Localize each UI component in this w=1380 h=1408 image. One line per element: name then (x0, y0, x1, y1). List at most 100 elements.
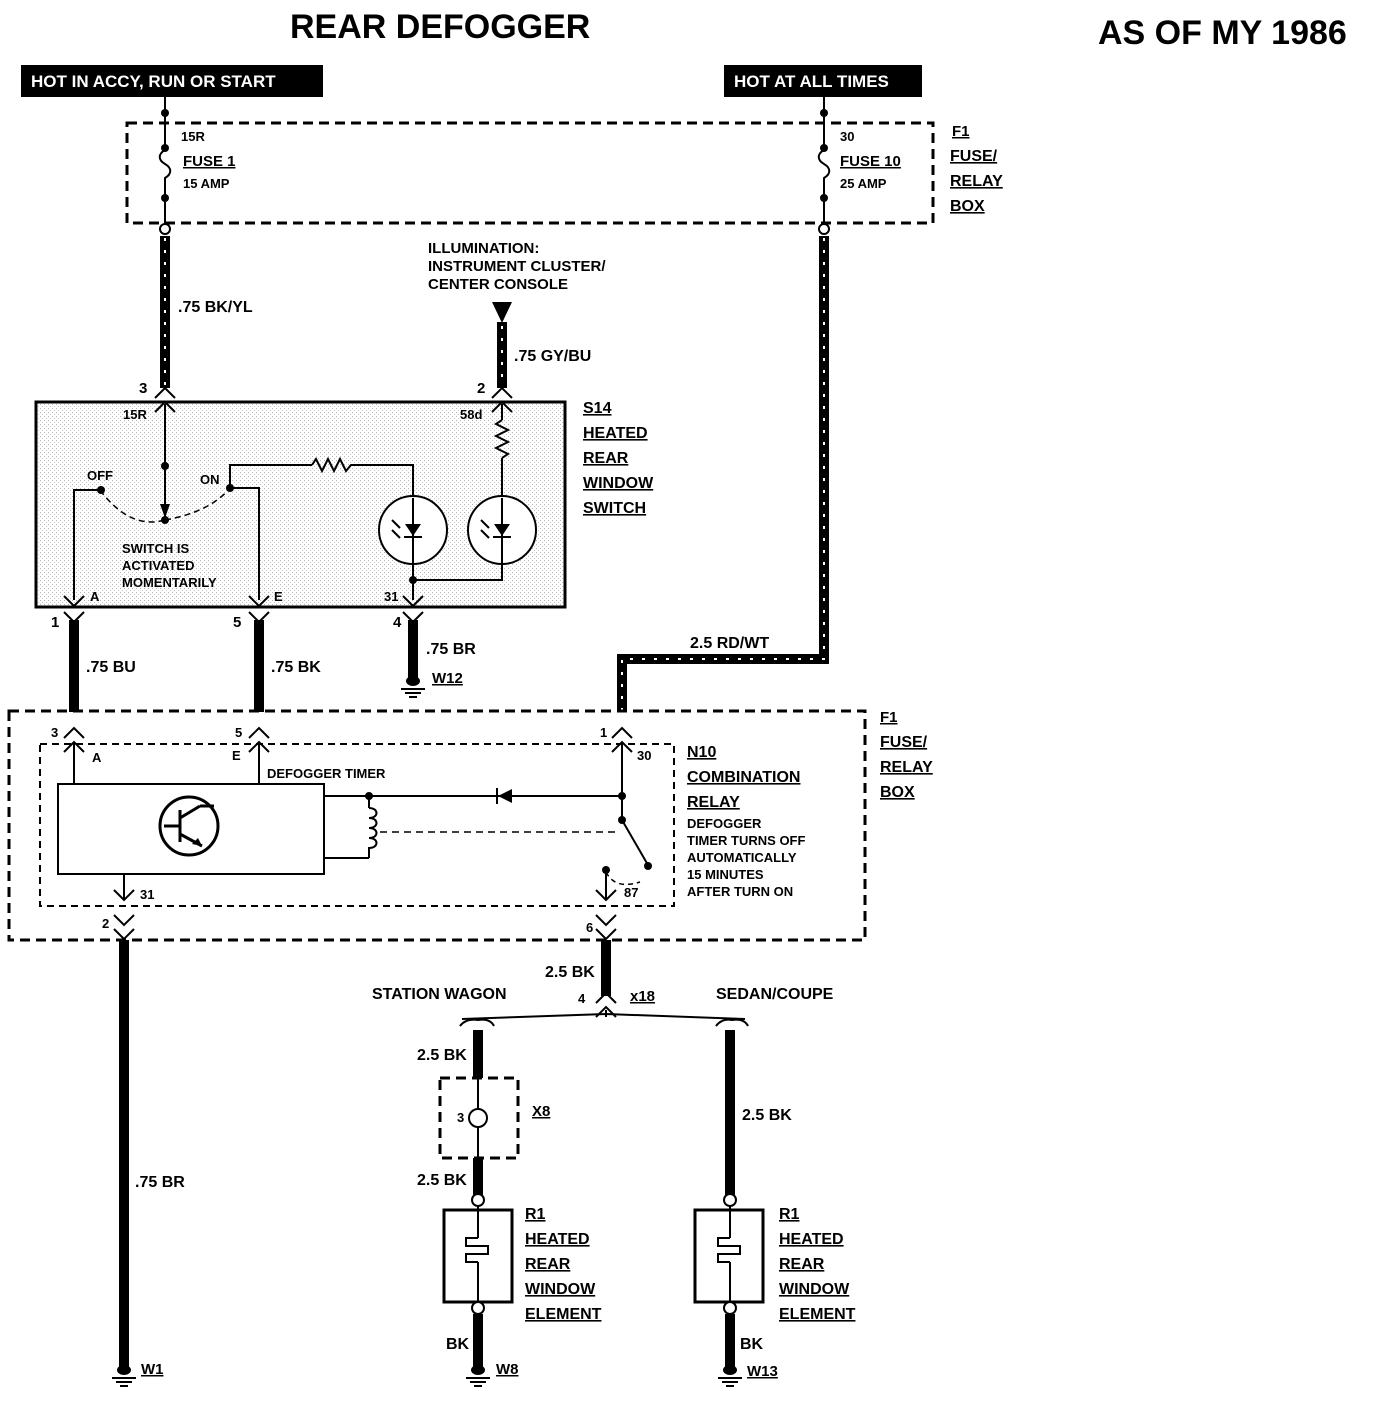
relay-term-30: 30 (637, 748, 651, 763)
switch-on-label: ON (200, 472, 220, 487)
variant-station-wagon: STATION WAGON (372, 986, 507, 1003)
heated-rear-window-switch-box (34, 400, 567, 609)
switch-term-a: A (90, 589, 100, 604)
wire-rd-wt-label: 2.5 RD/WT (690, 635, 769, 652)
switch-term-31: 31 (384, 589, 398, 604)
ground-w12-label: W12 (432, 670, 463, 687)
switch-term-58d: 58d (460, 407, 482, 422)
relay-id: N10 (687, 744, 716, 761)
relay-connector-5 (248, 726, 270, 784)
wire-bu-label: .75 BU (86, 659, 136, 676)
wire-gy-bu-label: .75 GY/BU (514, 348, 591, 365)
ground-w13-label: W13 (747, 1363, 778, 1380)
switch-pin-4: 4 (393, 614, 402, 631)
heated-element-wagon (442, 1193, 514, 1315)
relay-connector-1 (611, 726, 633, 753)
element-wagon-name-3: WINDOW (525, 1281, 596, 1298)
illumination-label-1: ILLUMINATION: (428, 240, 539, 257)
element-sedan-name-3: WINDOW (779, 1281, 850, 1298)
connector-x18 (459, 991, 749, 1027)
switch-pin-2: 2 (477, 380, 485, 397)
connector-x8-id: X8 (532, 1103, 550, 1120)
fuse-10 (817, 97, 831, 235)
fuse-box-top-name-1: FUSE/ (950, 148, 998, 165)
illumination-arrow (492, 302, 512, 323)
relay-pin-2: 2 (102, 916, 109, 931)
wire-bk-yl-label: .75 BK/YL (178, 299, 253, 316)
switch-term-e: E (274, 589, 283, 604)
model-year-label: AS OF MY 1986 (1098, 14, 1347, 52)
switch-term-15r: 15R (123, 407, 147, 422)
switch-name-1: HEATED (583, 425, 648, 442)
relay-pin-1: 1 (600, 725, 607, 740)
defogger-timer-module (57, 783, 325, 875)
connector-x18-id: x18 (630, 988, 655, 1005)
fuse-10-rating: 25 AMP (840, 176, 887, 191)
diagram-title: REAR DEFOGGER (290, 8, 590, 46)
relay-connector-31 (113, 889, 135, 902)
element-wagon-name-4: ELEMENT (525, 1306, 602, 1323)
fuse-1-rating: 15 AMP (183, 176, 230, 191)
power-label-left: HOT IN ACCY, RUN OR START (21, 65, 323, 97)
fuse-1-terminal: 15R (181, 129, 205, 144)
element-sedan-name-1: HEATED (779, 1231, 844, 1248)
relay-term-31: 31 (140, 887, 154, 902)
relay-note-5: AFTER TURN ON (687, 884, 793, 899)
relay-name-1: COMBINATION (687, 769, 800, 786)
relay-pin-3: 3 (51, 725, 58, 740)
switch-note-1: SWITCH IS (122, 541, 189, 556)
ground-w12-icon (401, 676, 425, 698)
relay-pin-6: 6 (586, 920, 593, 935)
fuse-10-name: FUSE 10 (840, 153, 901, 170)
relay-note-3: AUTOMATICALLY (687, 850, 797, 865)
element-sedan-name-4: ELEMENT (779, 1306, 856, 1323)
relay-term-a: A (92, 750, 102, 765)
wire-bk-sw-top-label: 2.5 BK (417, 1047, 467, 1064)
wire-br-w1-label: .75 BR (135, 1174, 185, 1191)
fuse-relay-box-top (125, 121, 935, 225)
ground-w1-label: W1 (141, 1361, 164, 1378)
element-sedan-id: R1 (779, 1206, 800, 1223)
combination-relay-outline (39, 743, 675, 907)
element-wagon-id: R1 (525, 1206, 546, 1223)
switch-pin-1: 1 (51, 614, 59, 631)
switch-internals (73, 404, 537, 600)
relay-box-name-1: FUSE/ (880, 734, 928, 751)
switch-name-3: WINDOW (583, 475, 654, 492)
power-label-right-text: HOT AT ALL TIMES (734, 72, 889, 91)
ground-w8-icon (466, 1365, 490, 1387)
defogger-timer-label: DEFOGGER TIMER (267, 766, 386, 781)
fuse-1-name: FUSE 1 (183, 153, 236, 170)
illumination-label-2: INSTRUMENT CLUSTER/ (428, 258, 606, 275)
fuse-relay-box-bottom (7, 709, 867, 942)
wire-bk-sedan-label: 2.5 BK (742, 1107, 792, 1124)
relay-connector-2 (113, 914, 135, 941)
fuse-box-top-id: F1 (952, 123, 970, 140)
ground-w13-icon (718, 1365, 742, 1387)
switch-connector-3 (154, 386, 176, 413)
switch-off-label: OFF (87, 468, 113, 483)
relay-box-id: F1 (880, 709, 898, 726)
ground-w1-icon (112, 1365, 136, 1387)
element-wagon-name-1: HEATED (525, 1231, 590, 1248)
element-sedan-name-2: REAR (779, 1256, 825, 1273)
relay-note-1: DEFOGGER (687, 816, 762, 831)
fuse-box-top-name-3: BOX (950, 198, 985, 215)
switch-note-3: MOMENTARILY (122, 575, 217, 590)
variant-sedan-coupe: SEDAN/COUPE (716, 986, 834, 1003)
power-label-left-text: HOT IN ACCY, RUN OR START (31, 72, 276, 91)
fuse-10-terminal: 30 (840, 129, 854, 144)
connector-x8-pin: 3 (457, 1110, 464, 1125)
switch-name-4: SWITCH (583, 500, 646, 517)
relay-connector-6 (595, 914, 617, 941)
ground-w8-label: W8 (496, 1361, 519, 1378)
connector-x18-pin: 4 (578, 991, 586, 1006)
connector-x8-pin-icon (468, 1108, 488, 1128)
power-label-right: HOT AT ALL TIMES (724, 65, 922, 97)
wire-bk-sw-bottom-label: 2.5 BK (417, 1172, 467, 1189)
switch-connector-2 (491, 386, 513, 413)
relay-box-name-2: RELAY (880, 759, 933, 776)
relay-term-87: 87 (624, 885, 638, 900)
switch-name-2: REAR (583, 450, 629, 467)
